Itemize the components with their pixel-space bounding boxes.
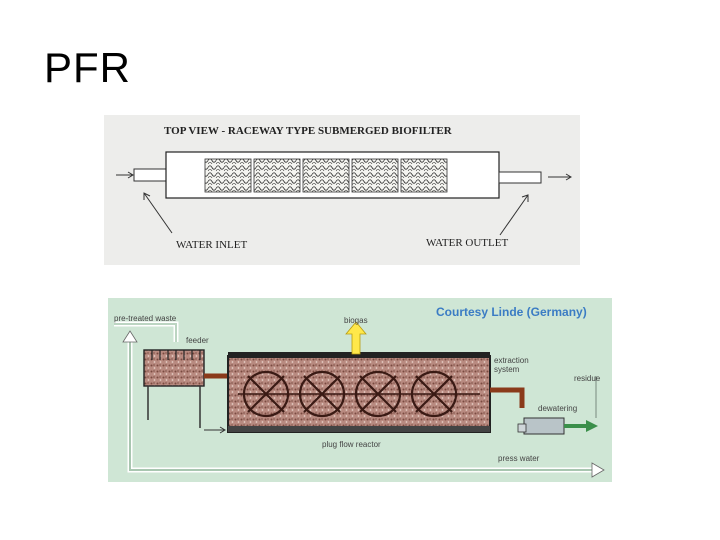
feed-line bbox=[114, 321, 179, 342]
biogas-arrow bbox=[345, 321, 367, 355]
reactor-roof bbox=[228, 352, 490, 358]
feeder-hopper bbox=[143, 349, 205, 387]
slide-title: PFR bbox=[44, 44, 131, 91]
feeder-label: feeder bbox=[186, 336, 209, 345]
dewatering-label: dewatering bbox=[538, 404, 578, 413]
extraction-pipe bbox=[490, 387, 525, 408]
water-inlet-label: WATER INLET bbox=[176, 239, 248, 251]
media-block bbox=[302, 158, 350, 193]
water-outlet-label: WATER OUTLET bbox=[426, 237, 509, 249]
courtesy-credit: Courtesy Linde (Germany) bbox=[436, 305, 587, 319]
plug-flow-reactor-label: plug flow reactor bbox=[322, 440, 381, 449]
top-view-figure: TOP VIEW - RACEWAY TYPE SUBMERGED BIOFIL… bbox=[104, 115, 580, 265]
extraction-system-label: system bbox=[494, 365, 520, 374]
residue-label: residue bbox=[574, 374, 601, 383]
media-block bbox=[400, 158, 448, 193]
outlet-pipe bbox=[498, 171, 542, 184]
inlet-pipe bbox=[133, 168, 167, 182]
dewatering-unit bbox=[523, 417, 565, 435]
top-view-heading: TOP VIEW - RACEWAY TYPE SUBMERGED BIOFIL… bbox=[164, 125, 452, 137]
media-block bbox=[253, 158, 301, 193]
pretreated-waste-label: pre-treated waste bbox=[114, 314, 177, 323]
plug-flow-reactor-figure: Courtesy Linde (Germany) pre-treated was… bbox=[108, 298, 612, 482]
media-block bbox=[204, 158, 252, 193]
media-block bbox=[351, 158, 399, 193]
feeder-pins bbox=[151, 350, 201, 360]
extraction-label: extraction bbox=[494, 356, 529, 365]
biogas-label: biogas bbox=[344, 316, 368, 325]
filter-media-blocks bbox=[204, 158, 448, 193]
feeder-legs bbox=[147, 386, 201, 428]
press-water-label: press water bbox=[498, 454, 540, 463]
inlet-leader bbox=[143, 192, 173, 234]
outlet-leader bbox=[499, 194, 529, 236]
